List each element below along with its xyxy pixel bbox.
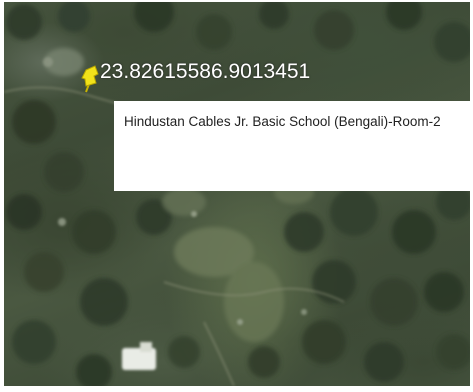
terrain-texture <box>4 2 470 386</box>
coordinates-label: 23.82615586.9013451 <box>100 60 311 83</box>
yellow-pushpin-icon <box>81 65 99 93</box>
place-label-box: Hindustan Cables Jr. Basic School (Benga… <box>114 101 470 191</box>
satellite-map[interactable] <box>4 2 470 386</box>
place-label: Hindustan Cables Jr. Basic School (Benga… <box>124 114 441 129</box>
pushpin-icon[interactable] <box>80 64 102 94</box>
